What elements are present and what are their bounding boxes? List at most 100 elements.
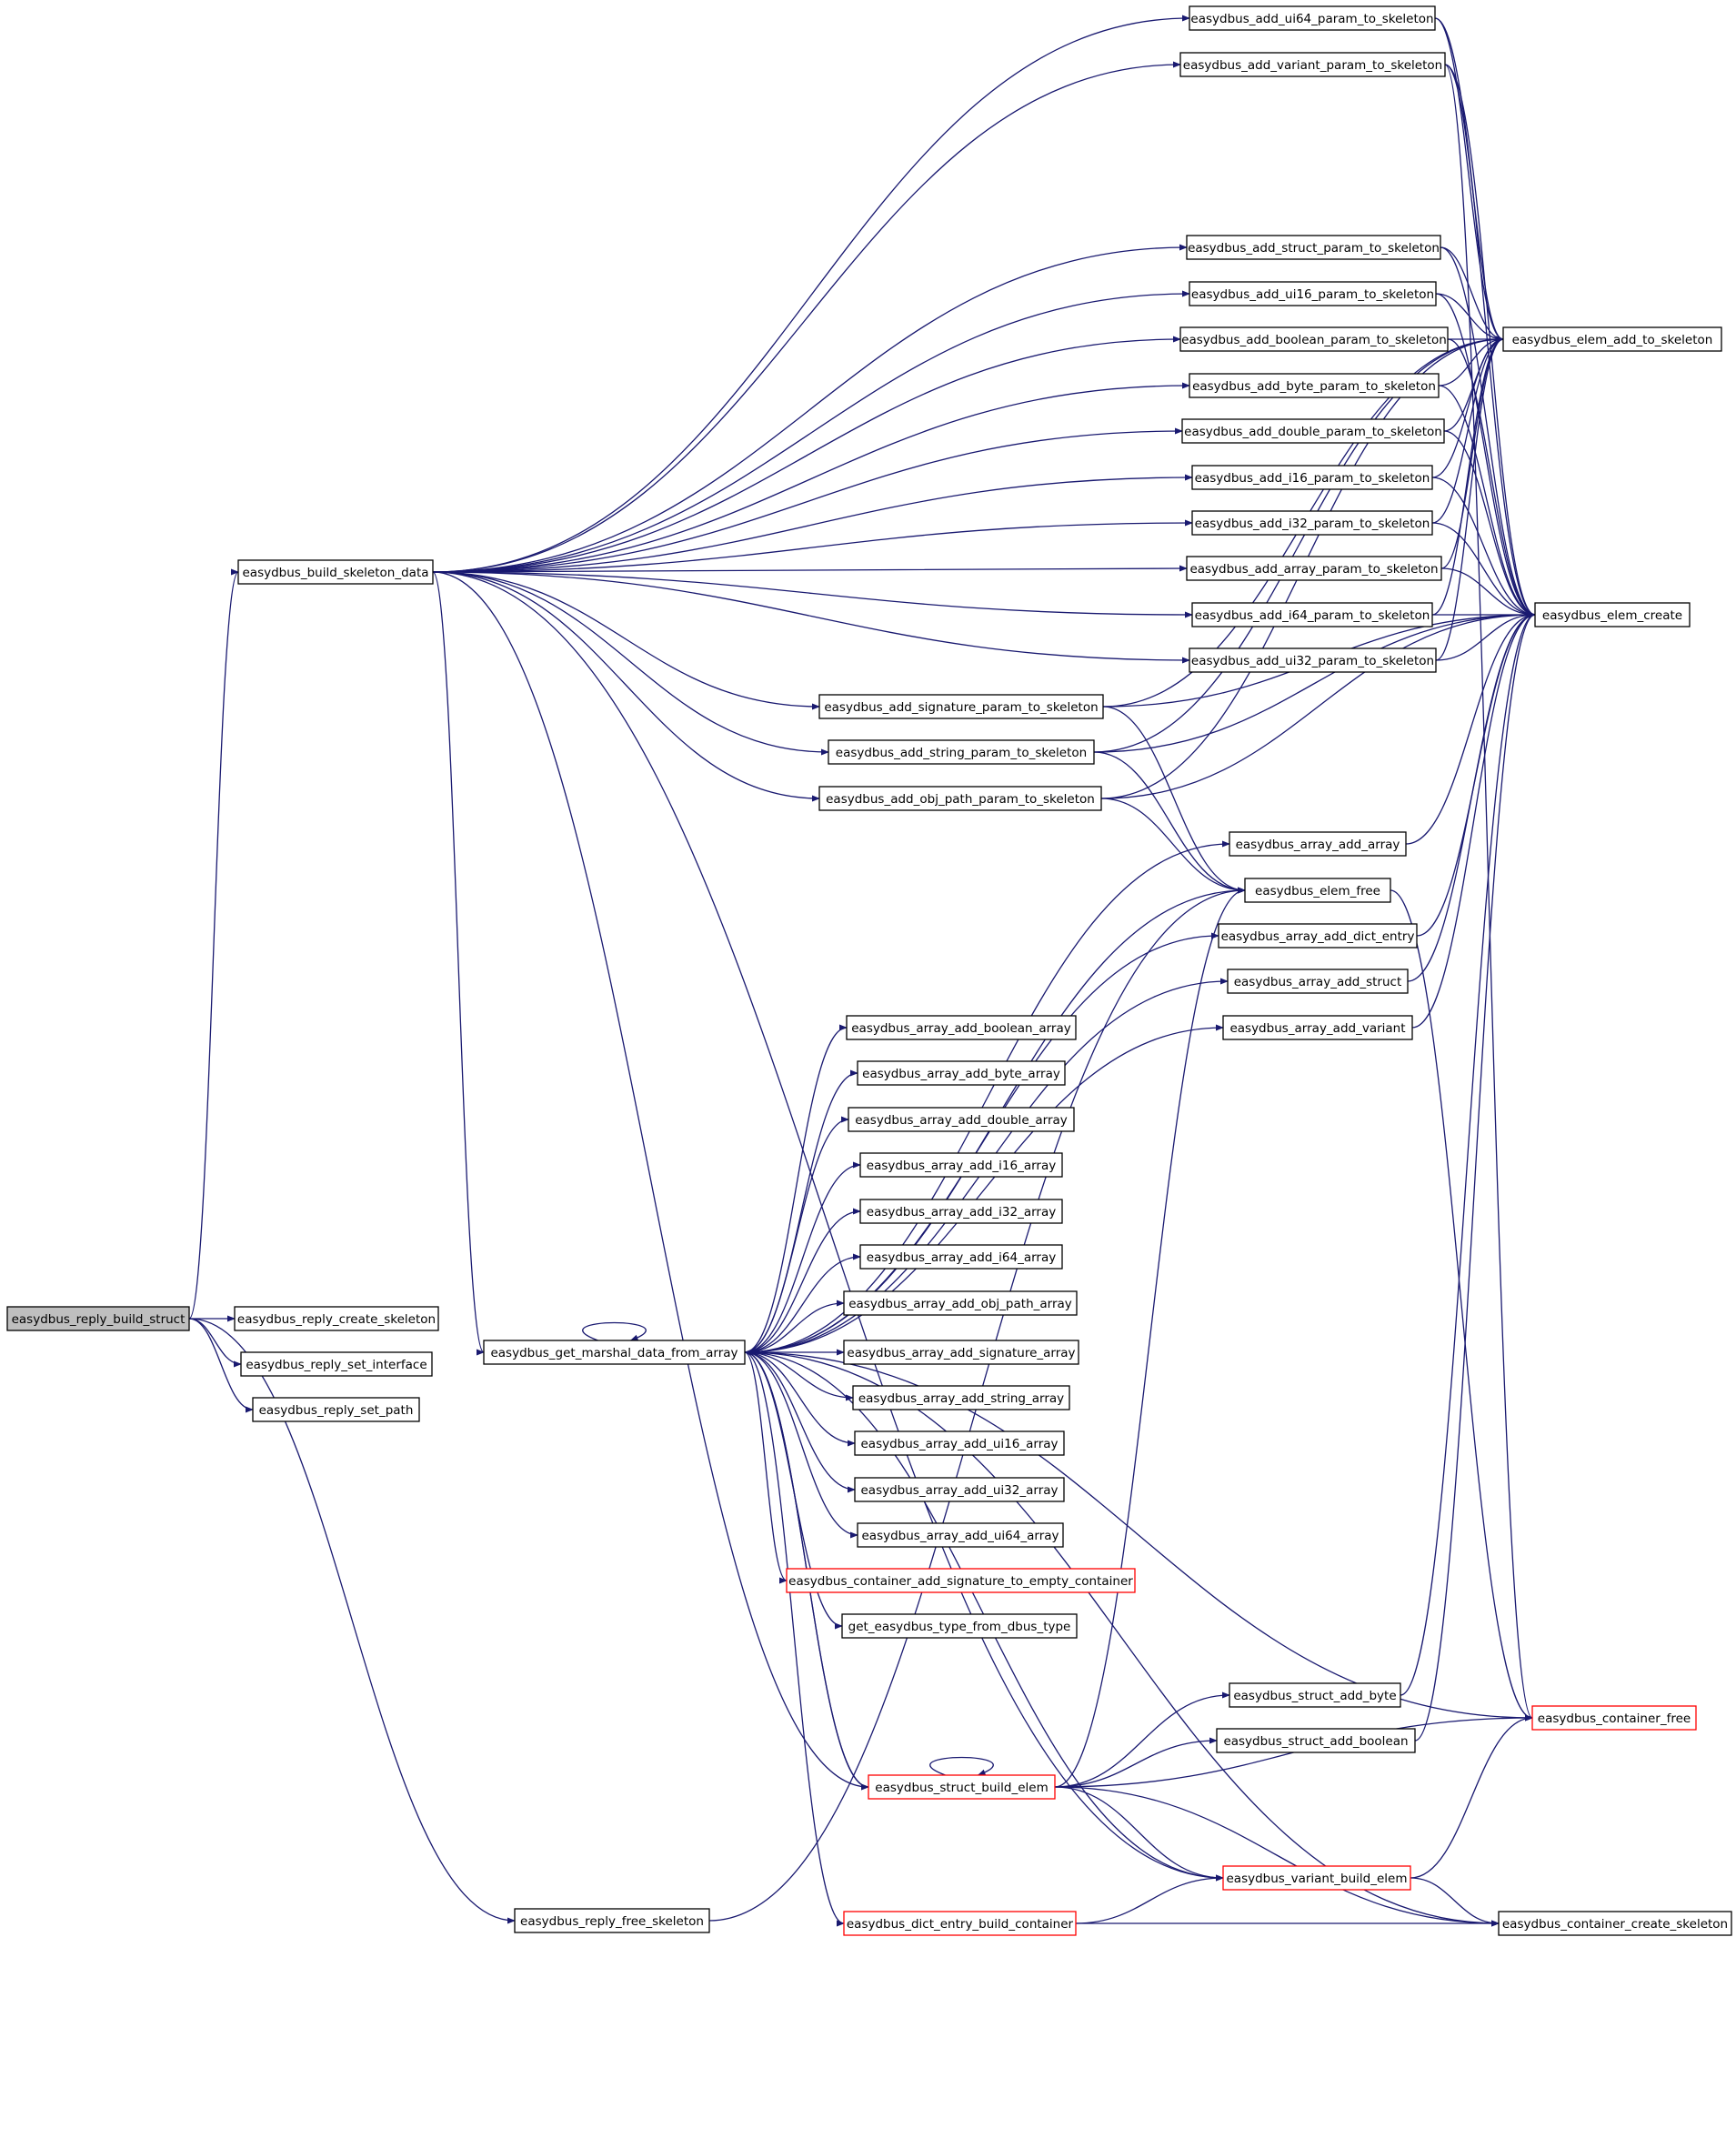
- edge-get_marshal-to-array_add_boolean_array: [744, 1024, 848, 1353]
- node-box: [1498, 1911, 1732, 1936]
- node-add-ui32[interactable]: easydbus_add_ui32_param_to_skeleton: [1189, 647, 1437, 673]
- node-label: easydbus_array_add_dict_entry: [1221, 929, 1415, 944]
- node-array-add-struct[interactable]: easydbus_array_add_struct: [1227, 969, 1409, 994]
- edges-layer: [188, 15, 1536, 1927]
- edge-build_skeleton_data-to-add_ui16: [432, 290, 1190, 573]
- node-label: easydbus_add_array_param_to_skeleton: [1189, 562, 1438, 577]
- edge-struct_add_byte-to-elem_create: [1400, 611, 1536, 1696]
- node-array-add-i16-array[interactable]: easydbus_array_add_i16_array: [859, 1152, 1063, 1178]
- node-box: [1229, 831, 1407, 857]
- node-box: [1186, 556, 1442, 581]
- node-box: [1191, 602, 1433, 627]
- node-get-type-from-dbus[interactable]: get_easydbus_type_from_dbus_type: [841, 1613, 1078, 1639]
- edge-get_marshal-to-array_add_ui32_array: [744, 1351, 856, 1493]
- edge-build_skeleton_data-to-get_marshal: [432, 571, 485, 1356]
- node-add-i32[interactable]: easydbus_add_i32_param_to_skeleton: [1191, 510, 1433, 536]
- node-label: easydbus_array_add_i64_array: [867, 1250, 1056, 1265]
- node-add-struct[interactable]: easydbus_add_struct_param_to_skeleton: [1186, 235, 1441, 260]
- node-add-boolean[interactable]: easydbus_add_boolean_param_to_skeleton: [1179, 326, 1449, 352]
- node-array-add-string-array[interactable]: easydbus_array_add_string_array: [852, 1385, 1070, 1410]
- node-container-add-signature[interactable]: easydbus_container_add_signature_to_empt…: [786, 1568, 1136, 1593]
- node-array-add-variant[interactable]: easydbus_array_add_variant: [1222, 1015, 1413, 1040]
- node-reply-create-skeleton[interactable]: easydbus_reply_create_skeleton: [234, 1306, 439, 1331]
- node-add-double[interactable]: easydbus_add_double_param_to_skeleton: [1181, 418, 1445, 444]
- node-label: easydbus_array_add_byte_array: [862, 1067, 1060, 1081]
- node-box: [1191, 510, 1433, 536]
- node-box: [843, 1911, 1077, 1936]
- node-elem-free[interactable]: easydbus_elem_free: [1244, 878, 1391, 903]
- node-struct-build-elem[interactable]: easydbus_struct_build_elem: [868, 1774, 1056, 1800]
- node-array-add-signature-array[interactable]: easydbus_array_add_signature_array: [843, 1340, 1079, 1365]
- node-add-variant[interactable]: easydbus_add_variant_param_to_skeleton: [1179, 52, 1446, 77]
- node-add-array[interactable]: easydbus_add_array_param_to_skeleton: [1186, 556, 1442, 581]
- edge-variant_build_elem-to-container_create_skeleton: [1410, 1877, 1500, 1927]
- node-box: [483, 1340, 746, 1365]
- node-label: easydbus_struct_add_boolean: [1223, 1734, 1408, 1749]
- node-container-create-skeleton[interactable]: easydbus_container_create_skeleton: [1498, 1911, 1732, 1936]
- node-label: easydbus_array_add_boolean_array: [851, 1021, 1071, 1036]
- node-elem-create[interactable]: easydbus_elem_create: [1534, 602, 1691, 627]
- node-label: easydbus_array_add_struct: [1234, 975, 1402, 989]
- node-label: easydbus_add_ui16_param_to_skeleton: [1191, 287, 1434, 302]
- node-box: [1191, 465, 1433, 490]
- node-elem-add-to-skeleton[interactable]: easydbus_elem_add_to_skeleton: [1502, 326, 1722, 352]
- edge-add_string-to-elem_add_to_skeleton: [1093, 336, 1504, 753]
- edge-add_i64-to-elem_add_to_skeleton: [1431, 336, 1504, 616]
- node-add-i64[interactable]: easydbus_add_i64_param_to_skeleton: [1191, 602, 1433, 627]
- edge-add_string-to-elem_free: [1093, 751, 1246, 894]
- node-array-add-i32-array[interactable]: easydbus_array_add_i32_array: [859, 1199, 1063, 1224]
- node-dict-entry-build-container[interactable]: easydbus_dict_entry_build_container: [843, 1911, 1077, 1936]
- edge-get_marshal-to-container_add_signature: [744, 1351, 788, 1584]
- edge-struct_build_elem-to-container_create_skeleton: [1054, 1786, 1500, 1927]
- node-array-add-dict-entry[interactable]: easydbus_array_add_dict_entry: [1218, 923, 1418, 949]
- edge-array_add_struct-to-elem_create: [1407, 611, 1536, 982]
- node-array-add-i64-array[interactable]: easydbus_array_add_i64_array: [859, 1244, 1063, 1270]
- node-struct-add-boolean[interactable]: easydbus_struct_add_boolean: [1216, 1728, 1416, 1753]
- node-label: easydbus_add_i64_param_to_skeleton: [1195, 608, 1430, 623]
- node-label: easydbus_array_add_signature_array: [847, 1346, 1075, 1360]
- node-variant-build-elem[interactable]: easydbus_variant_build_elem: [1222, 1865, 1411, 1891]
- node-box: [1222, 1865, 1411, 1891]
- node-add-ui16[interactable]: easydbus_add_ui16_param_to_skeleton: [1189, 281, 1437, 306]
- node-add-string[interactable]: easydbus_add_string_param_to_skeleton: [828, 739, 1095, 765]
- node-box: [1181, 418, 1445, 444]
- node-array-add-obj-path-array[interactable]: easydbus_array_add_obj_path_array: [843, 1290, 1078, 1316]
- node-box: [237, 559, 434, 585]
- node-container-free[interactable]: easydbus_container_free: [1531, 1705, 1697, 1731]
- node-reply-set-path[interactable]: easydbus_reply_set_path: [252, 1397, 420, 1422]
- node-add-signature[interactable]: easydbus_add_signature_param_to_skeleton: [818, 694, 1104, 719]
- node-array-add-ui32-array[interactable]: easydbus_array_add_ui32_array: [854, 1477, 1065, 1502]
- edge-add_i16-to-elem_add_to_skeleton: [1431, 336, 1504, 478]
- node-label: easydbus_array_add_ui64_array: [861, 1529, 1059, 1543]
- node-label: easydbus_add_obj_path_param_to_skeleton: [826, 792, 1095, 807]
- node-array-add-boolean-array[interactable]: easydbus_array_add_boolean_array: [846, 1015, 1077, 1040]
- node-box: [1189, 647, 1437, 673]
- node-get-marshal[interactable]: easydbus_get_marshal_data_from_array: [483, 1340, 746, 1365]
- node-box: [1244, 878, 1391, 903]
- node-label: easydbus_add_i32_param_to_skeleton: [1195, 517, 1430, 531]
- node-add-obj-path[interactable]: easydbus_add_obj_path_param_to_skeleton: [818, 786, 1102, 811]
- node-array-add-array[interactable]: easydbus_array_add_array: [1229, 831, 1407, 857]
- node-reply-set-interface[interactable]: easydbus_reply_set_interface: [240, 1351, 433, 1377]
- node-array-add-ui16-array[interactable]: easydbus_array_add_ui16_array: [854, 1430, 1065, 1456]
- node-add-byte[interactable]: easydbus_add_byte_param_to_skeleton: [1189, 373, 1440, 398]
- node-array-add-double-array[interactable]: easydbus_array_add_double_array: [848, 1107, 1075, 1132]
- edge-get_marshal-to-array_add_dict_entry: [744, 932, 1219, 1353]
- node-box: [859, 1152, 1063, 1178]
- node-label: easydbus_container_create_skeleton: [1502, 1917, 1728, 1932]
- node-label: easydbus_add_variant_param_to_skeleton: [1183, 58, 1442, 73]
- edge-get_marshal-to-array_add_obj_path_array: [744, 1300, 845, 1353]
- node-add-i16[interactable]: easydbus_add_i16_param_to_skeleton: [1191, 465, 1433, 490]
- node-label: easydbus_add_i16_param_to_skeleton: [1195, 471, 1430, 486]
- node-add-ui64[interactable]: easydbus_add_ui64_param_to_skeleton: [1189, 5, 1436, 31]
- node-build-skeleton-data[interactable]: easydbus_build_skeleton_data: [237, 559, 434, 585]
- edge-add_string-to-elem_create: [1093, 611, 1536, 753]
- node-struct-add-byte[interactable]: easydbus_struct_add_byte: [1229, 1682, 1401, 1708]
- node-reply-free-skeleton[interactable]: easydbus_reply_free_skeleton: [514, 1908, 710, 1933]
- edge-build_skeleton_data-to-add_string: [432, 571, 829, 756]
- node-box: [252, 1397, 420, 1422]
- node-label: easydbus_add_ui32_param_to_skeleton: [1191, 654, 1434, 668]
- node-array-add-ui64-array[interactable]: easydbus_array_add_ui64_array: [857, 1522, 1064, 1548]
- node-array-add-byte-array[interactable]: easydbus_array_add_byte_array: [857, 1060, 1066, 1086]
- node-reply-build-struct[interactable]: easydbus_reply_build_struct: [6, 1306, 190, 1331]
